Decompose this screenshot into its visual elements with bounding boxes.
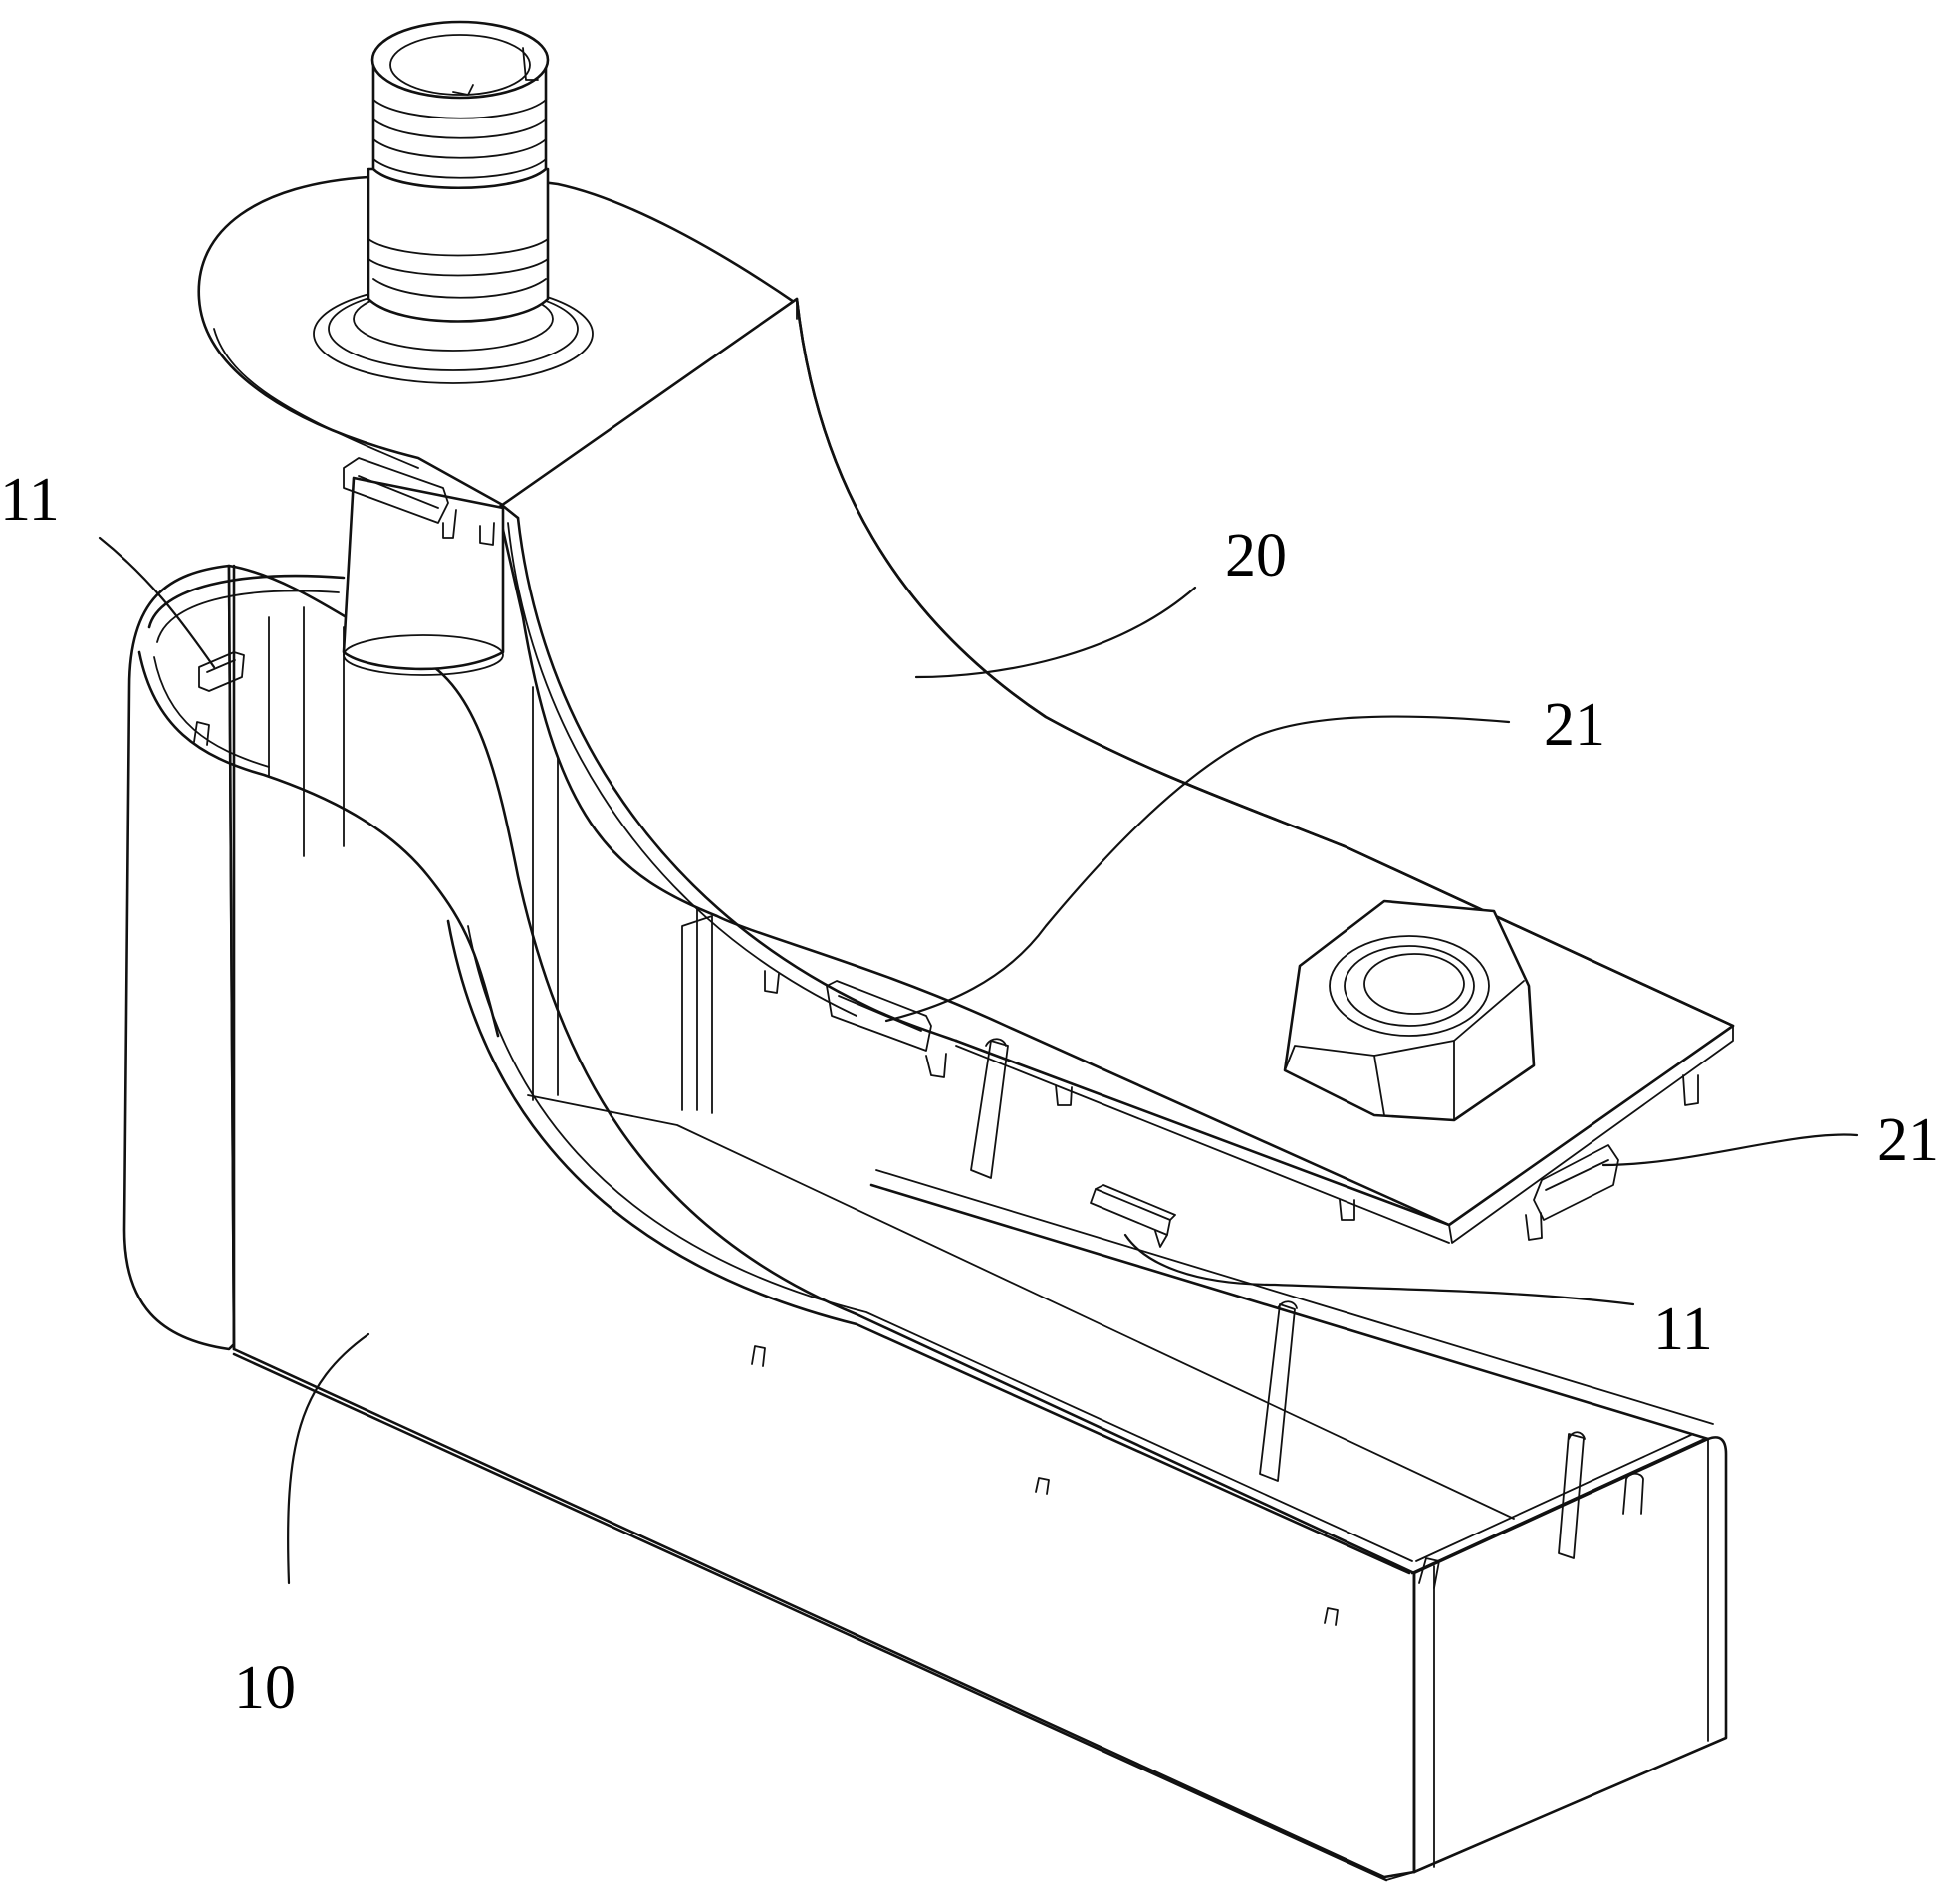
neck-tube — [342, 476, 505, 676]
leader-lines — [98, 536, 1859, 1585]
label-21-right: 21 — [1877, 1106, 1939, 1174]
cover-clip-right — [1055, 1074, 1699, 1241]
housing-ribs — [193, 721, 1644, 1626]
reference-numerals: 10 11 11 20 21 21 — [0, 466, 1939, 1722]
leader-cover-clip-right — [1601, 1133, 1859, 1167]
label-11-right: 11 — [1653, 1296, 1713, 1363]
leader-cover-20 — [914, 586, 1197, 679]
housing-clip-left — [198, 651, 245, 692]
label-11-left: 11 — [0, 466, 60, 534]
label-21-upper: 21 — [1544, 691, 1605, 759]
threaded-spout — [313, 20, 594, 384]
label-20: 20 — [1225, 522, 1287, 590]
hex-nut — [1283, 899, 1536, 1122]
cover-clip-under-plate — [343, 457, 495, 546]
cover-clip-upper — [764, 970, 947, 1078]
leader-housing-clip-right — [1123, 1233, 1635, 1306]
leader-housing-10 — [287, 1332, 370, 1585]
leader-cover-clip-upper — [884, 715, 1511, 1023]
leader-housing-clip-left — [98, 536, 216, 669]
housing-clip-right — [1090, 1184, 1176, 1248]
housing-base — [122, 564, 1728, 1882]
label-10: 10 — [234, 1654, 296, 1722]
